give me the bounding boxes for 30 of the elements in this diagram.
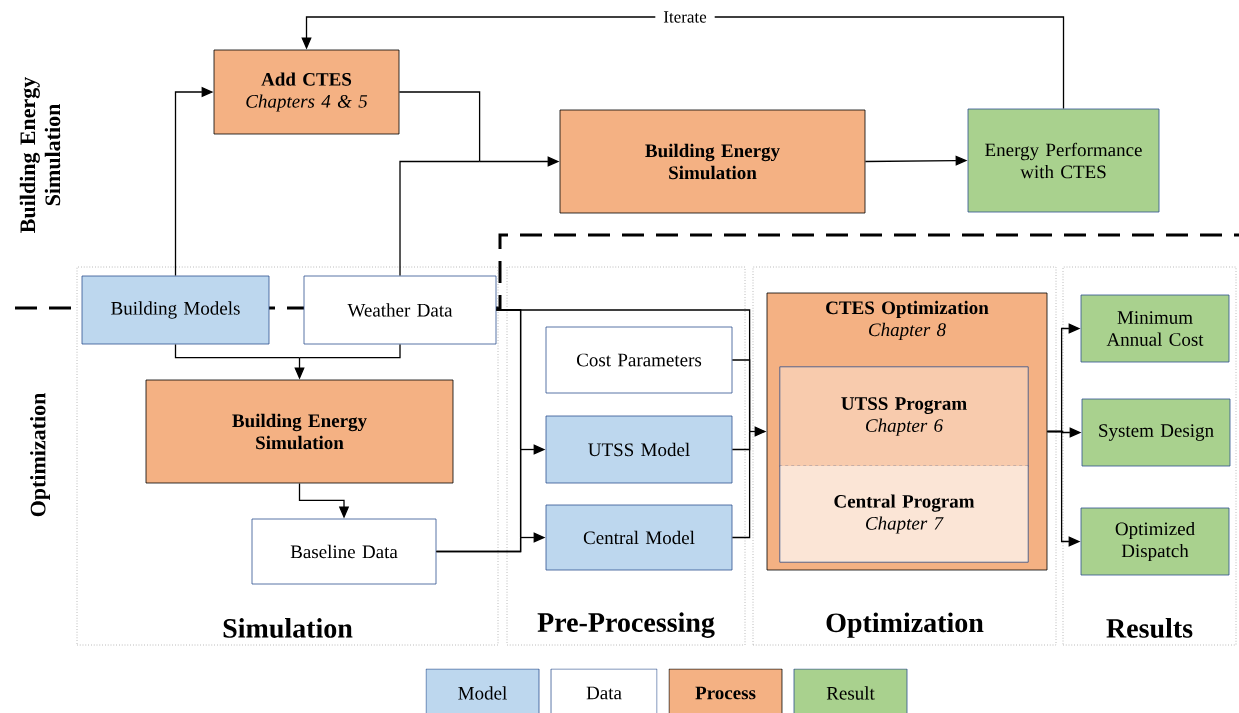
- legend-item: Process: [668, 668, 783, 713]
- data-box: Cost Parameters: [545, 326, 733, 394]
- program-box: Central Program Chapter 7: [779, 465, 1029, 563]
- result-box: Energy Performance with CTES: [967, 108, 1160, 213]
- arrow: [301, 16, 1065, 110]
- process-box: Building Energy Simulation: [559, 109, 866, 214]
- process-box: Building Energy Simulation: [145, 379, 454, 484]
- result-box: Optimized Dispatch: [1080, 507, 1230, 576]
- side-label: Building Energy Simulation: [19, 76, 61, 233]
- model-box: Building Models: [81, 275, 270, 345]
- side-label: Optimization: [30, 393, 50, 517]
- connector-line: [731, 359, 751, 433]
- result-box: System Design: [1081, 398, 1231, 467]
- legend-item: Data: [550, 668, 658, 713]
- connector-line: [398, 91, 481, 163]
- result-box: Minimum Annual Cost: [1080, 294, 1230, 363]
- connector-line: [731, 430, 751, 539]
- program-box: UTSS Program Chapter 6: [779, 366, 1029, 467]
- process-box: Add CTES Chapters 4 & 5: [213, 49, 400, 135]
- legend-item: Model: [425, 668, 540, 713]
- data-box: Baseline Data: [251, 518, 437, 585]
- connector-line: [435, 536, 522, 553]
- connector-line: [174, 343, 301, 359]
- connector-line: [399, 160, 481, 277]
- model-box: Central Model: [545, 504, 733, 571]
- connector-line: [298, 343, 401, 359]
- legend-item: Result: [793, 668, 908, 713]
- edge-label: Iterate: [655, 8, 715, 26]
- model-box: UTSS Model: [545, 415, 733, 484]
- data-box: Weather Data: [303, 275, 497, 345]
